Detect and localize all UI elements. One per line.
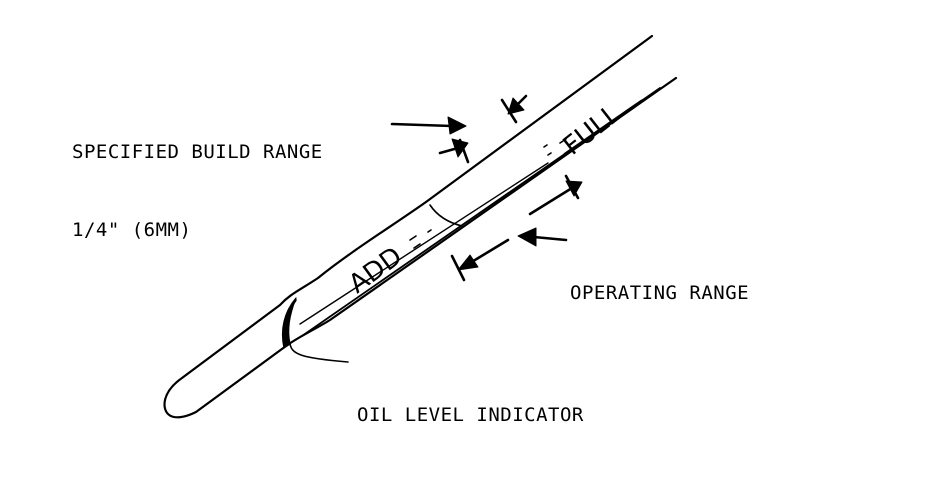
- oil-level-mark: [281, 297, 297, 349]
- add-marking: ADD: [343, 241, 407, 299]
- build-range-value-text: 1/4" (6MM): [72, 219, 192, 241]
- range-tick-marks: [409, 138, 567, 249]
- build-range-pointer-arrow: [390, 116, 467, 135]
- build-range-lower-arrow: [438, 138, 470, 164]
- build-range-upper-arrow: [500, 94, 528, 124]
- oil-level-indicator-label: OIL LEVEL INDICATOR: [357, 350, 584, 454]
- specified-build-range-label: SPECIFIED BUILD RANGE 1/4" (6MM): [72, 87, 323, 269]
- operating-range-text: OPERATING RANGE: [570, 282, 750, 304]
- operating-range-arrow: [450, 174, 583, 282]
- operating-range-label: OPERATING RANGE: [570, 228, 749, 332]
- full-marking-underline: [563, 99, 643, 155]
- specified-build-range-text: SPECIFIED BUILD RANGE: [72, 141, 323, 163]
- operating-range-pointer-arrow: [517, 227, 568, 247]
- oil-level-leader-line: [289, 343, 349, 363]
- oil-level-indicator-text: OIL LEVEL INDICATOR: [357, 404, 584, 426]
